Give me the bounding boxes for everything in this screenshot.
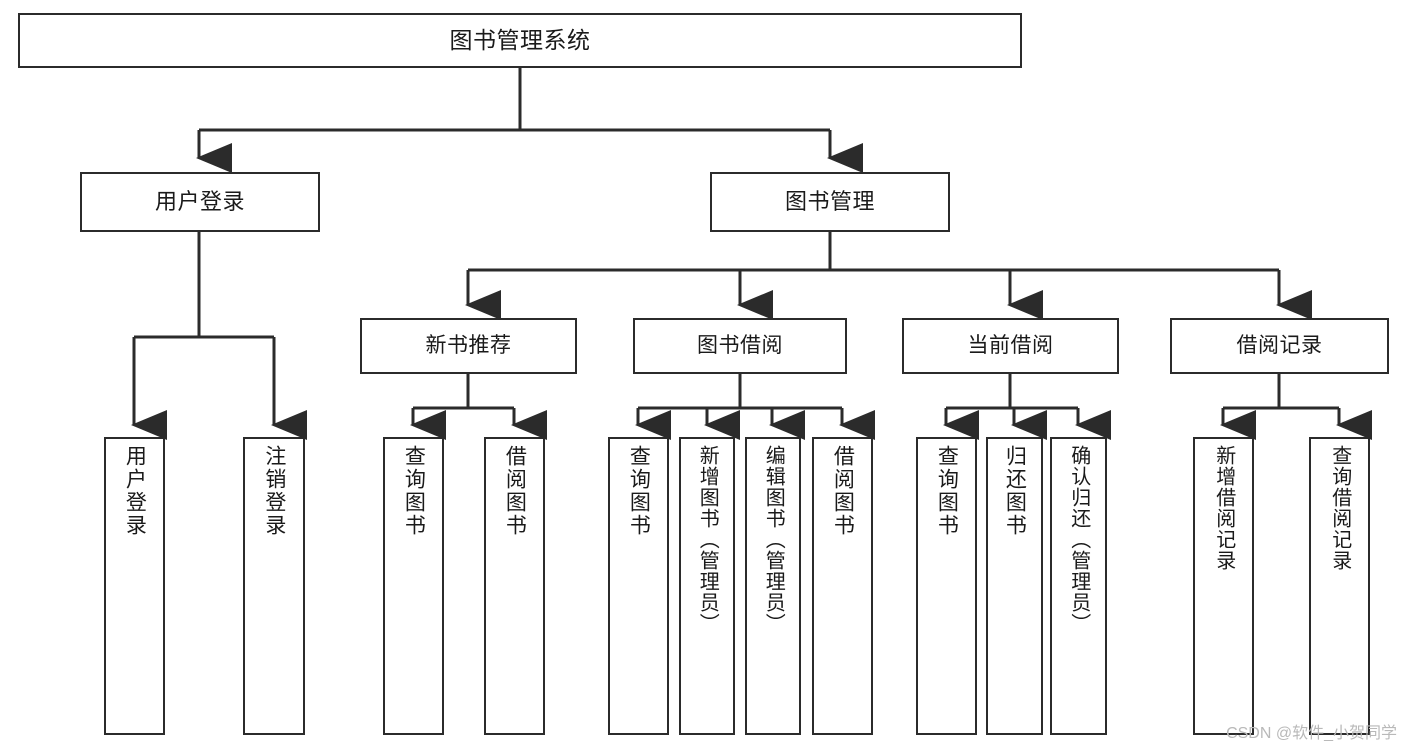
- leaf-return-book[interactable]: 归还图书: [986, 437, 1043, 735]
- node-label: 当前借阅: [967, 333, 1054, 357]
- node-book-management[interactable]: 图书管理: [710, 172, 950, 232]
- node-label: 用户登录: [154, 189, 245, 215]
- node-label: 图书管理: [784, 189, 875, 215]
- node-label: 查询图书: [402, 445, 426, 537]
- node-current-borrow[interactable]: 当前借阅: [902, 318, 1119, 374]
- node-book-borrow[interactable]: 图书借阅: [633, 318, 847, 374]
- leaf-query-book-borrow[interactable]: 查询图书: [608, 437, 669, 735]
- leaf-query-book-recommend[interactable]: 查询图书: [383, 437, 444, 735]
- node-label: 注销登录: [262, 445, 286, 537]
- leaf-add-book-admin[interactable]: 新增图书（管理员）: [679, 437, 735, 735]
- node-user-login[interactable]: 用户登录: [80, 172, 320, 232]
- node-label: 查询借阅记录: [1328, 445, 1351, 571]
- node-label: 借阅记录: [1236, 333, 1323, 357]
- node-label: 图书管理系统: [449, 26, 591, 53]
- node-root-system[interactable]: 图书管理系统: [18, 13, 1022, 68]
- leaf-query-borrow-record[interactable]: 查询借阅记录: [1309, 437, 1370, 735]
- leaf-confirm-return-admin[interactable]: 确认归还（管理员）: [1050, 437, 1107, 735]
- node-new-book-recommend[interactable]: 新书推荐: [360, 318, 577, 374]
- node-label: 新增图书（管理员）: [696, 445, 719, 634]
- node-borrow-record[interactable]: 借阅记录: [1170, 318, 1389, 374]
- node-label: 借阅图书: [503, 445, 527, 537]
- node-label: 编辑图书（管理员）: [762, 445, 785, 634]
- node-label: 新增借阅记录: [1212, 445, 1235, 571]
- leaf-query-book-current[interactable]: 查询图书: [916, 437, 977, 735]
- node-label: 确认归还（管理员）: [1067, 445, 1090, 634]
- leaf-borrow-book-recommend[interactable]: 借阅图书: [484, 437, 545, 735]
- node-label: 借阅图书: [831, 445, 855, 537]
- leaf-logout[interactable]: 注销登录: [243, 437, 305, 735]
- leaf-edit-book-admin[interactable]: 编辑图书（管理员）: [745, 437, 801, 735]
- node-label: 图书借阅: [697, 333, 783, 357]
- watermark-text: CSDN @软件_小贺同学: [1226, 725, 1397, 742]
- leaf-user-login[interactable]: 用户登录: [104, 437, 165, 735]
- leaf-borrow-book[interactable]: 借阅图书: [812, 437, 873, 735]
- node-label: 归还图书: [1003, 445, 1027, 537]
- leaf-add-borrow-record[interactable]: 新增借阅记录: [1193, 437, 1254, 735]
- node-label: 查询图书: [935, 445, 959, 537]
- node-label: 新书推荐: [425, 333, 512, 357]
- node-label: 查询图书: [627, 445, 651, 537]
- node-label: 用户登录: [123, 445, 147, 537]
